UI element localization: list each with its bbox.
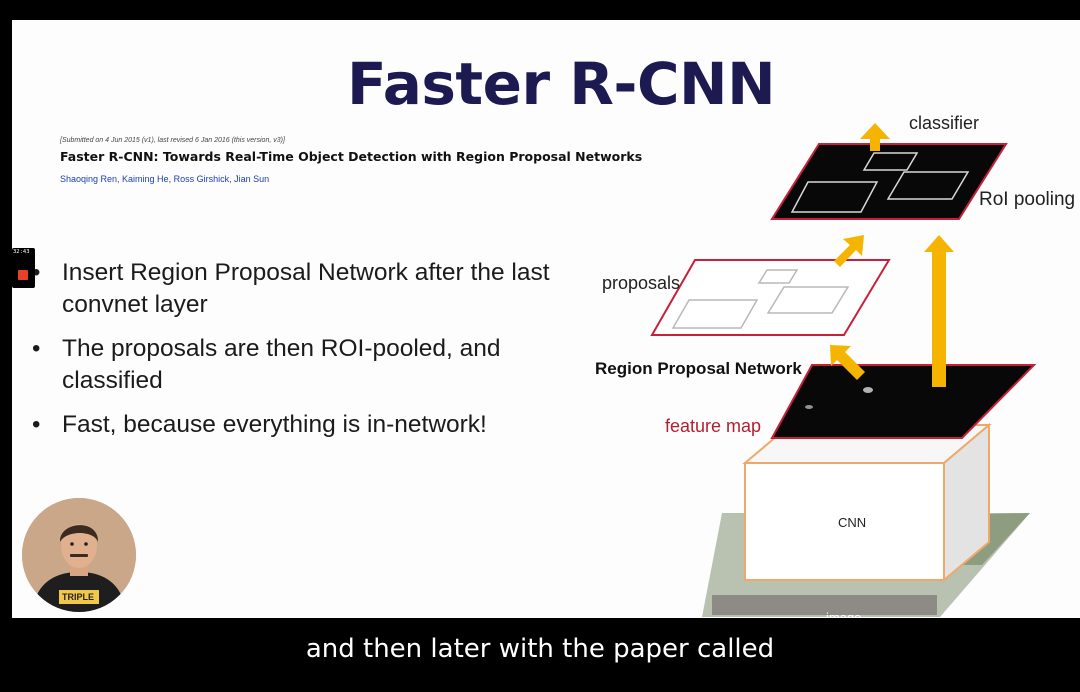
proposals-plane (652, 260, 889, 335)
subtitle-text: and then later with the paper called (0, 634, 1080, 664)
image-label: image (826, 610, 861, 618)
paper-title: Faster R-CNN: Towards Real-Time Object D… (60, 149, 642, 164)
bullet-item: •Insert Region Proposal Network after th… (32, 257, 572, 321)
roi-pooling-plane (772, 144, 1006, 219)
roi-pooling-label: RoI pooling (979, 189, 1075, 211)
bullet-dot: • (32, 333, 40, 365)
recording-indicator[interactable]: 32:43 (12, 248, 35, 288)
feature-map-label: feature map (665, 416, 761, 437)
bullet-text: Insert Region Proposal Network after the… (62, 259, 550, 318)
presentation-slide: Faster R-CNN [Submitted on 4 Jun 2015 (v… (12, 20, 1080, 618)
bullet-list: • Insert Region Proposal Network after th… (32, 257, 572, 453)
rpn-label: Region Proposal Network (595, 359, 802, 379)
feature-map-plane (772, 365, 1034, 438)
bullet-text: The proposals are then ROI-pooled, and c… (62, 335, 501, 394)
bullet-item: • Fast, because everything is in-network! (32, 409, 572, 441)
paper-submission-info: [Submitted on 4 Jun 2015 (v1), last revi… (60, 137, 285, 144)
bullet-item: • The proposals are then ROI-pooled, and … (32, 333, 572, 397)
cnn-label: CNN (838, 515, 866, 530)
paper-authors[interactable]: Shaoqing Ren, Kaiming He, Ross Girshick,… (60, 174, 269, 184)
image-road (712, 595, 937, 615)
subtitle-bar: and then later with the paper called (0, 618, 1080, 692)
classifier-label: classifier (909, 113, 979, 134)
record-icon (18, 270, 28, 280)
proposals-label: proposals (602, 273, 680, 294)
webcam-overlay: TRIPLE (22, 498, 136, 612)
feature-activation (805, 405, 813, 409)
diagram-graphic (602, 95, 1080, 618)
faster-rcnn-diagram: classifier RoI pooling proposals Region … (602, 95, 1080, 618)
recording-timer: 32:43 (13, 249, 30, 255)
bullet-text: Fast, because everything is in-network! (62, 411, 487, 438)
feature-activation (863, 387, 873, 393)
shirt-text: TRIPLE (62, 592, 94, 602)
bullet-dot: • (32, 409, 40, 441)
